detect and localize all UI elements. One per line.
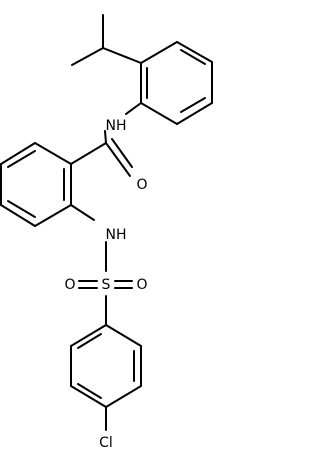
ring-to-sulfonamide-n-bond xyxy=(70,204,95,221)
bottom-ring-bond xyxy=(105,385,142,408)
chemical-structure: NH O NH O S O Cl xyxy=(0,14,213,451)
bottom-ring-bond xyxy=(105,324,142,347)
nh-amide-label: NH xyxy=(106,118,127,134)
sulfonyl-left-oxygen-label: O xyxy=(64,277,75,293)
chlorine-label: Cl xyxy=(99,435,113,451)
isopropyl-bond xyxy=(102,47,142,64)
bottom-ring-bond xyxy=(70,324,107,347)
top-ring-bond xyxy=(140,41,178,64)
bottom-ring-double-bond xyxy=(77,383,102,399)
top-ring-bond xyxy=(176,102,213,125)
top-ring-bond xyxy=(176,41,213,63)
structure-canvas: NH O NH O S O Cl xyxy=(0,14,213,451)
middle-ring-bond xyxy=(34,142,72,165)
sulfur-label: S xyxy=(102,277,111,293)
middle-ring-bond xyxy=(34,204,72,227)
middle-ring-double-bond xyxy=(7,200,36,218)
isopropyl-bond xyxy=(71,47,104,66)
middle-ring-double-bond xyxy=(7,150,36,168)
middle-ring-bond xyxy=(0,142,36,165)
sulfonyl-right-oxygen-label: O xyxy=(136,277,147,293)
carbonyl-oxygen-label: O xyxy=(136,177,147,193)
carbonyl-double-bond xyxy=(111,138,133,168)
top-ring-double-bond xyxy=(180,49,206,65)
middle-ring-bond xyxy=(0,204,36,227)
carbonyl-bond xyxy=(105,142,131,177)
amide-n-to-carbonyl-bond xyxy=(104,130,107,144)
nh-sulfonamide-label: NH xyxy=(106,227,127,243)
bond-layer xyxy=(0,14,213,431)
atom-label-layer: NH O NH O S O Cl xyxy=(64,118,147,451)
bottom-ring-bond xyxy=(70,385,107,408)
amide-n-to-aryl-bond xyxy=(125,102,142,115)
top-ring-double-bond xyxy=(180,97,206,113)
top-ring-bond xyxy=(140,102,178,125)
bottom-ring-double-bond xyxy=(77,333,102,349)
carbonyl-to-ring-bond xyxy=(70,142,107,165)
